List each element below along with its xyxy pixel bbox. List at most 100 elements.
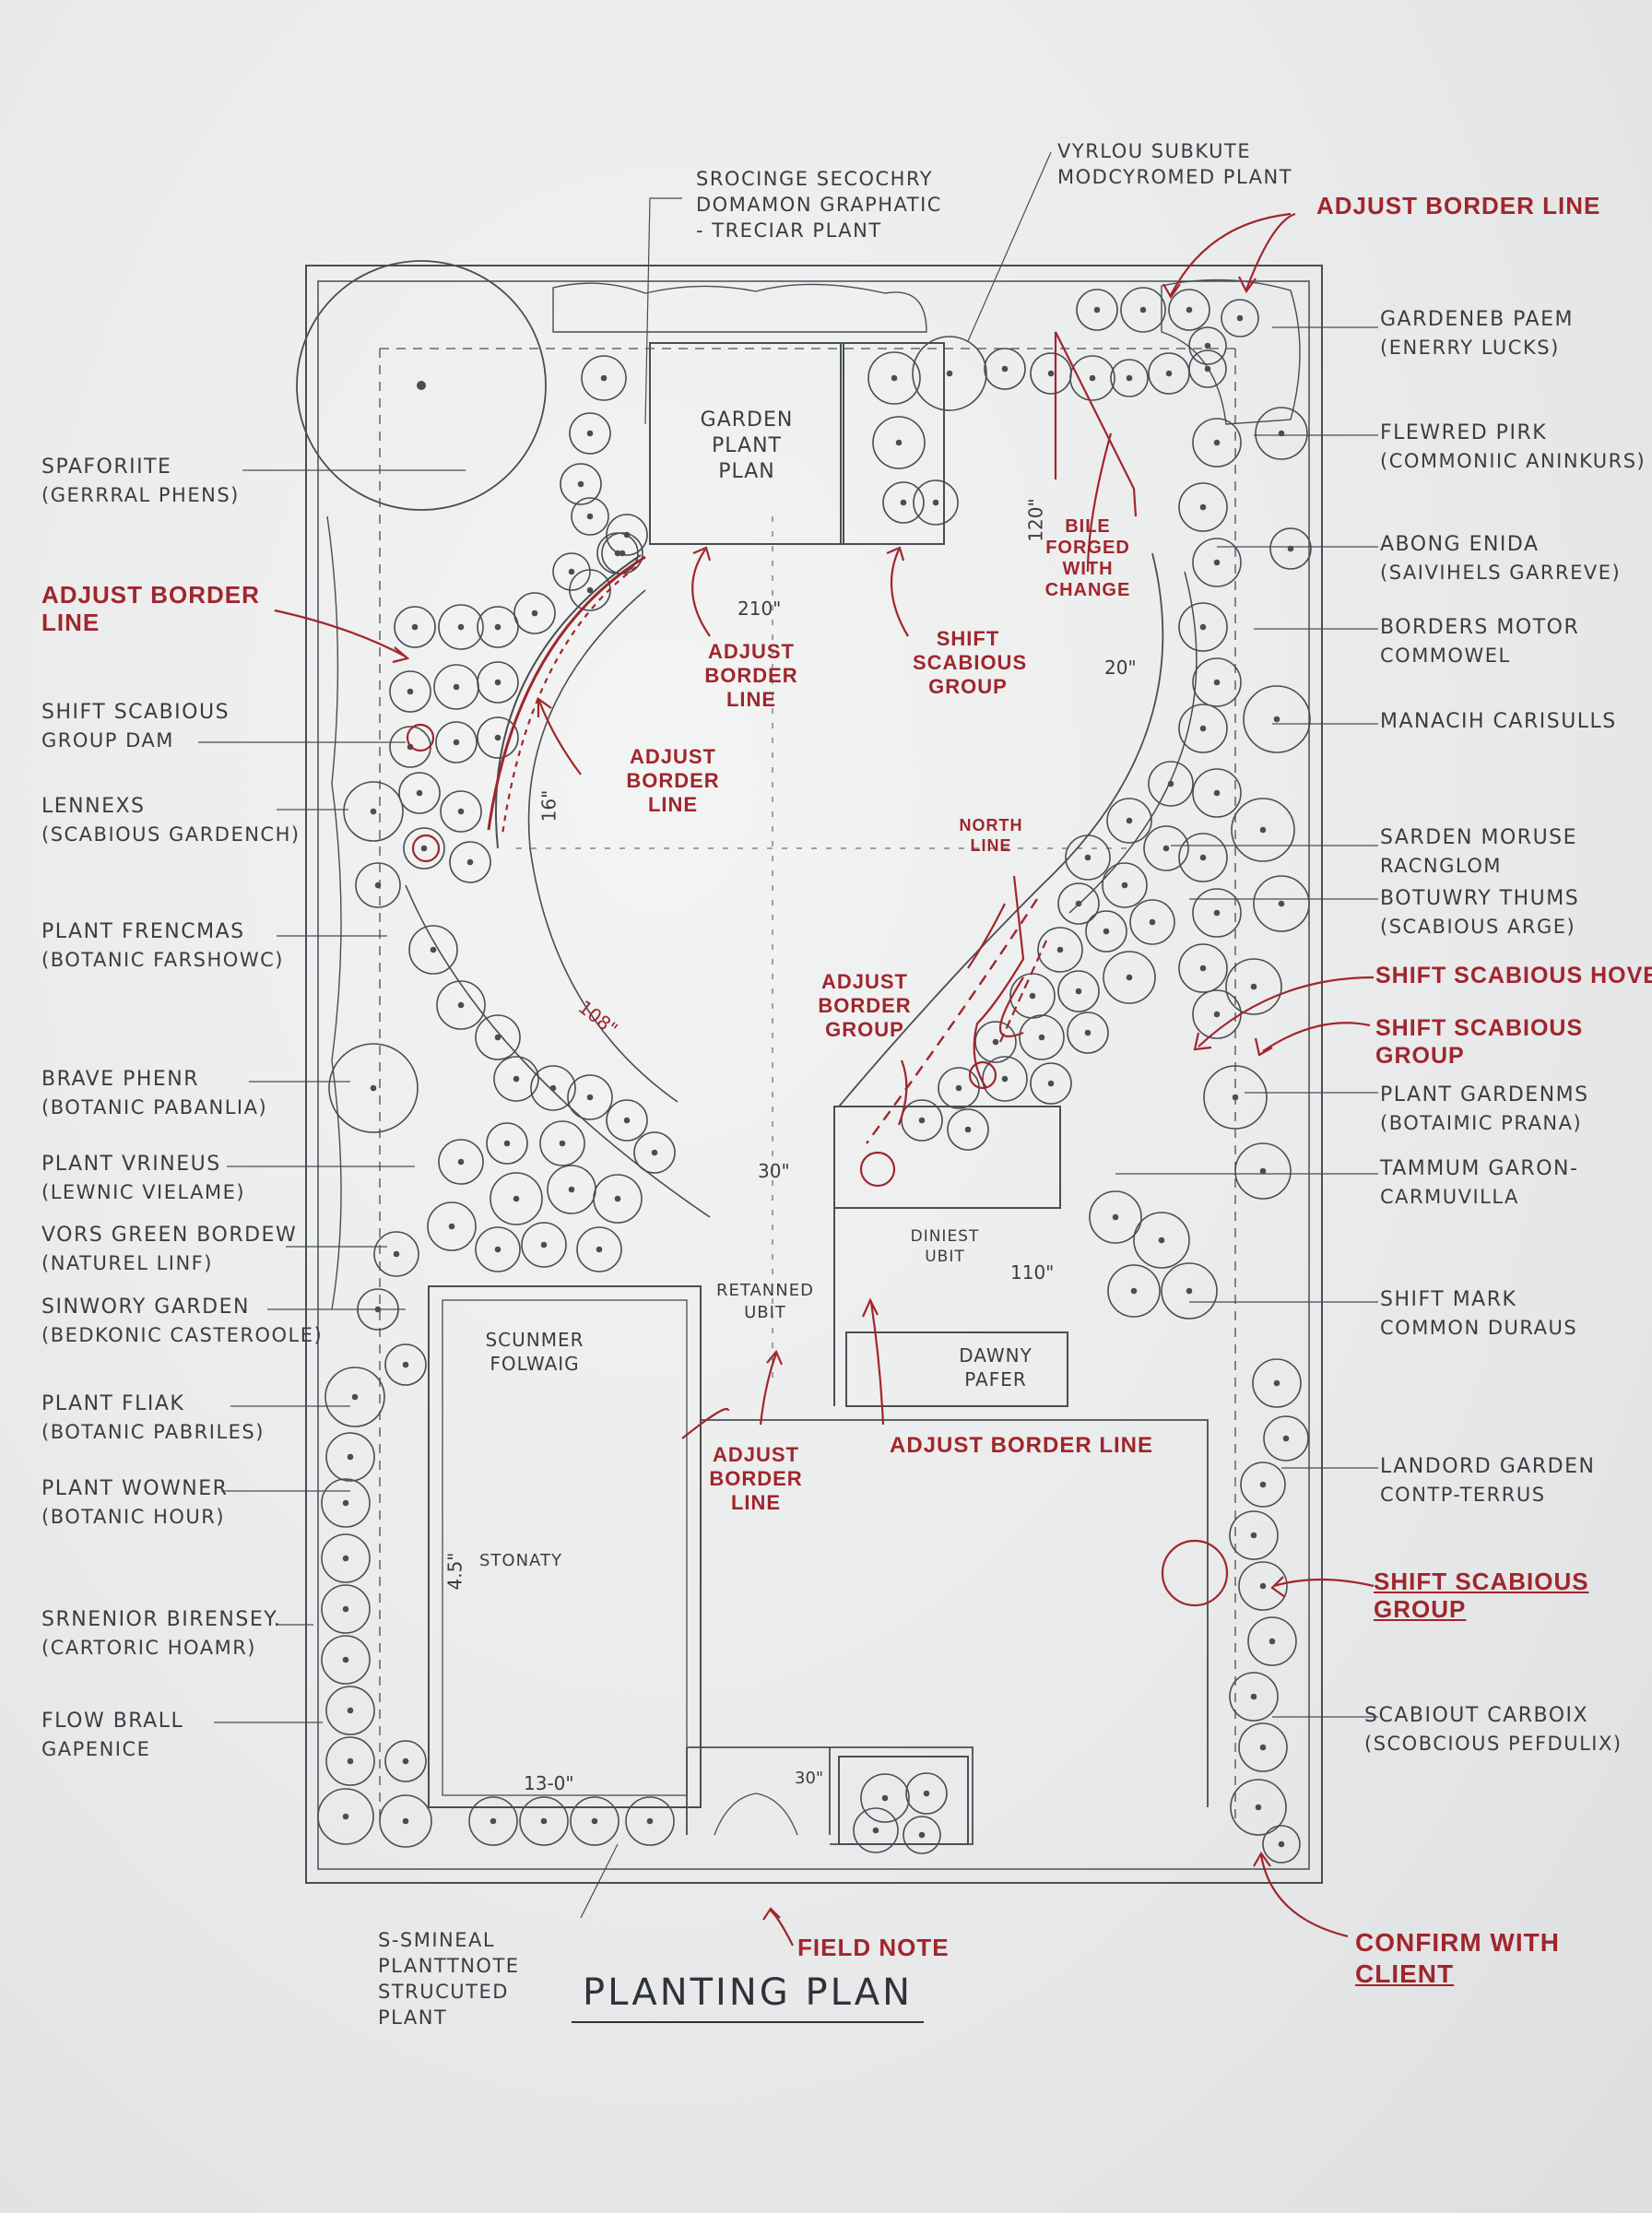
shrub-center — [513, 1195, 520, 1202]
shrub-center — [1084, 854, 1092, 861]
shrub-circle — [475, 1226, 521, 1272]
left-label-11: SRNENIOR BIRENSEY.(CARTORIC HOAMR) — [41, 1608, 282, 1659]
shrub-circle — [1203, 1065, 1268, 1130]
shrub-circle — [1192, 768, 1242, 818]
shrub-circle — [1188, 326, 1227, 365]
shrub-center — [918, 1831, 926, 1839]
shrub-center — [1213, 439, 1221, 446]
shrub-circle — [1240, 1462, 1286, 1508]
shrub-circle — [1019, 1014, 1065, 1060]
shrub-center — [549, 1084, 557, 1092]
dawny-pafer — [845, 1331, 1068, 1407]
shrub-circle — [486, 1122, 528, 1165]
shrub-center — [1278, 900, 1285, 907]
shrub-circle — [1129, 899, 1175, 945]
shrub-center — [370, 1084, 377, 1092]
right-label-1: GARDENEB PAEM(ENERRY LUCKS) — [1380, 308, 1574, 359]
shrub-center — [1250, 1693, 1257, 1700]
shrub-circle — [1229, 1510, 1279, 1560]
shrub-center — [881, 1794, 889, 1802]
left-label-9: PLANT FLIAK(BOTANIC PABRILES) — [41, 1392, 265, 1443]
inner-boundary — [317, 280, 1310, 1870]
shrub-circle — [570, 1796, 620, 1846]
shrub-circle — [379, 1794, 432, 1848]
shrub-center — [614, 1195, 621, 1202]
shrub-center — [623, 1117, 631, 1124]
left-label-6: PLANT VRINEUS(LEWNIC VIELAME) — [41, 1153, 246, 1203]
shrub-circle — [408, 925, 458, 975]
shrub-center — [342, 1499, 349, 1507]
shrub-circle — [1178, 482, 1228, 532]
shrub-circle — [325, 1686, 375, 1735]
shrub-center — [1056, 946, 1064, 953]
shrub-circle — [581, 355, 627, 401]
stonaty-label: STONATY — [479, 1551, 562, 1570]
shrub-center — [992, 1038, 999, 1046]
shrub-circle — [912, 336, 987, 411]
shrub-circle — [1107, 1264, 1161, 1318]
shrub-center — [1084, 1029, 1092, 1036]
shrub-center — [1273, 1379, 1280, 1387]
dim-110: 110" — [1010, 1261, 1055, 1284]
shrub-center — [1199, 623, 1207, 631]
shrub-circle — [1030, 1062, 1072, 1105]
shrub-center — [1047, 1080, 1055, 1087]
shrub-center — [1278, 1840, 1285, 1848]
top-hedge — [552, 282, 927, 333]
shrub-center — [646, 1817, 654, 1825]
shrub-circle — [317, 1788, 374, 1845]
shrub-circle — [1243, 685, 1311, 753]
shrub-center — [895, 439, 903, 446]
shrub-circle — [1103, 951, 1156, 1004]
shrub-center — [490, 1817, 497, 1825]
shrub-circle — [593, 1174, 643, 1224]
left-label-5: BRAVE PHENR(BOTANIC PABANLIA) — [41, 1068, 268, 1118]
right-label-9: TAMMUM GARON-CARMUVILLA — [1380, 1157, 1579, 1208]
shrub-center — [1112, 1213, 1119, 1221]
shrub-circle — [477, 606, 519, 648]
shrub-circle — [521, 1222, 567, 1268]
shrub-center — [1038, 1034, 1045, 1041]
shrub-center — [503, 1140, 511, 1147]
shrub-center — [466, 858, 474, 866]
shrub-center — [411, 623, 419, 631]
shrub-circle — [882, 481, 925, 524]
shrub-center — [457, 808, 465, 815]
shrub-circle — [1102, 862, 1148, 908]
shrub-center — [1259, 1582, 1267, 1590]
garden-plant-plan-box — [649, 342, 844, 545]
shrub-circle — [576, 1226, 622, 1272]
shrub-center — [494, 679, 502, 686]
shrub-circle — [1238, 1561, 1288, 1611]
shrub-center — [586, 586, 594, 594]
shrub-center — [457, 1001, 465, 1009]
shrub-circle — [1168, 289, 1210, 331]
shrub-center — [1199, 854, 1207, 861]
drawing-title: PLANTING PLAN — [572, 1971, 925, 2023]
dim-45: 4.5" — [443, 1552, 466, 1591]
left-label-4: PLANT FRENCMAS(BOTANIC FARSHOWC) — [41, 920, 284, 971]
shrub-circle — [1247, 1616, 1297, 1666]
shrub-circle — [1229, 1672, 1279, 1722]
shrub-center — [540, 1817, 548, 1825]
shrub-center — [1282, 1435, 1290, 1442]
shrub-center — [351, 1393, 359, 1401]
shrub-circle — [1178, 833, 1228, 882]
red-arc-left — [487, 555, 646, 831]
shrub-center — [1236, 314, 1244, 322]
shrub-center — [1259, 1481, 1267, 1488]
left-label-10: PLANT WOWNER(BOTANIC HOUR) — [41, 1477, 229, 1528]
shrub-center — [1165, 370, 1173, 377]
note-field-note: FIELD NOTE — [797, 1934, 950, 1961]
shrub-center — [1130, 1287, 1138, 1295]
shrub-center — [402, 1361, 409, 1368]
shrub-center — [619, 550, 626, 557]
shrub-center — [1121, 882, 1128, 889]
